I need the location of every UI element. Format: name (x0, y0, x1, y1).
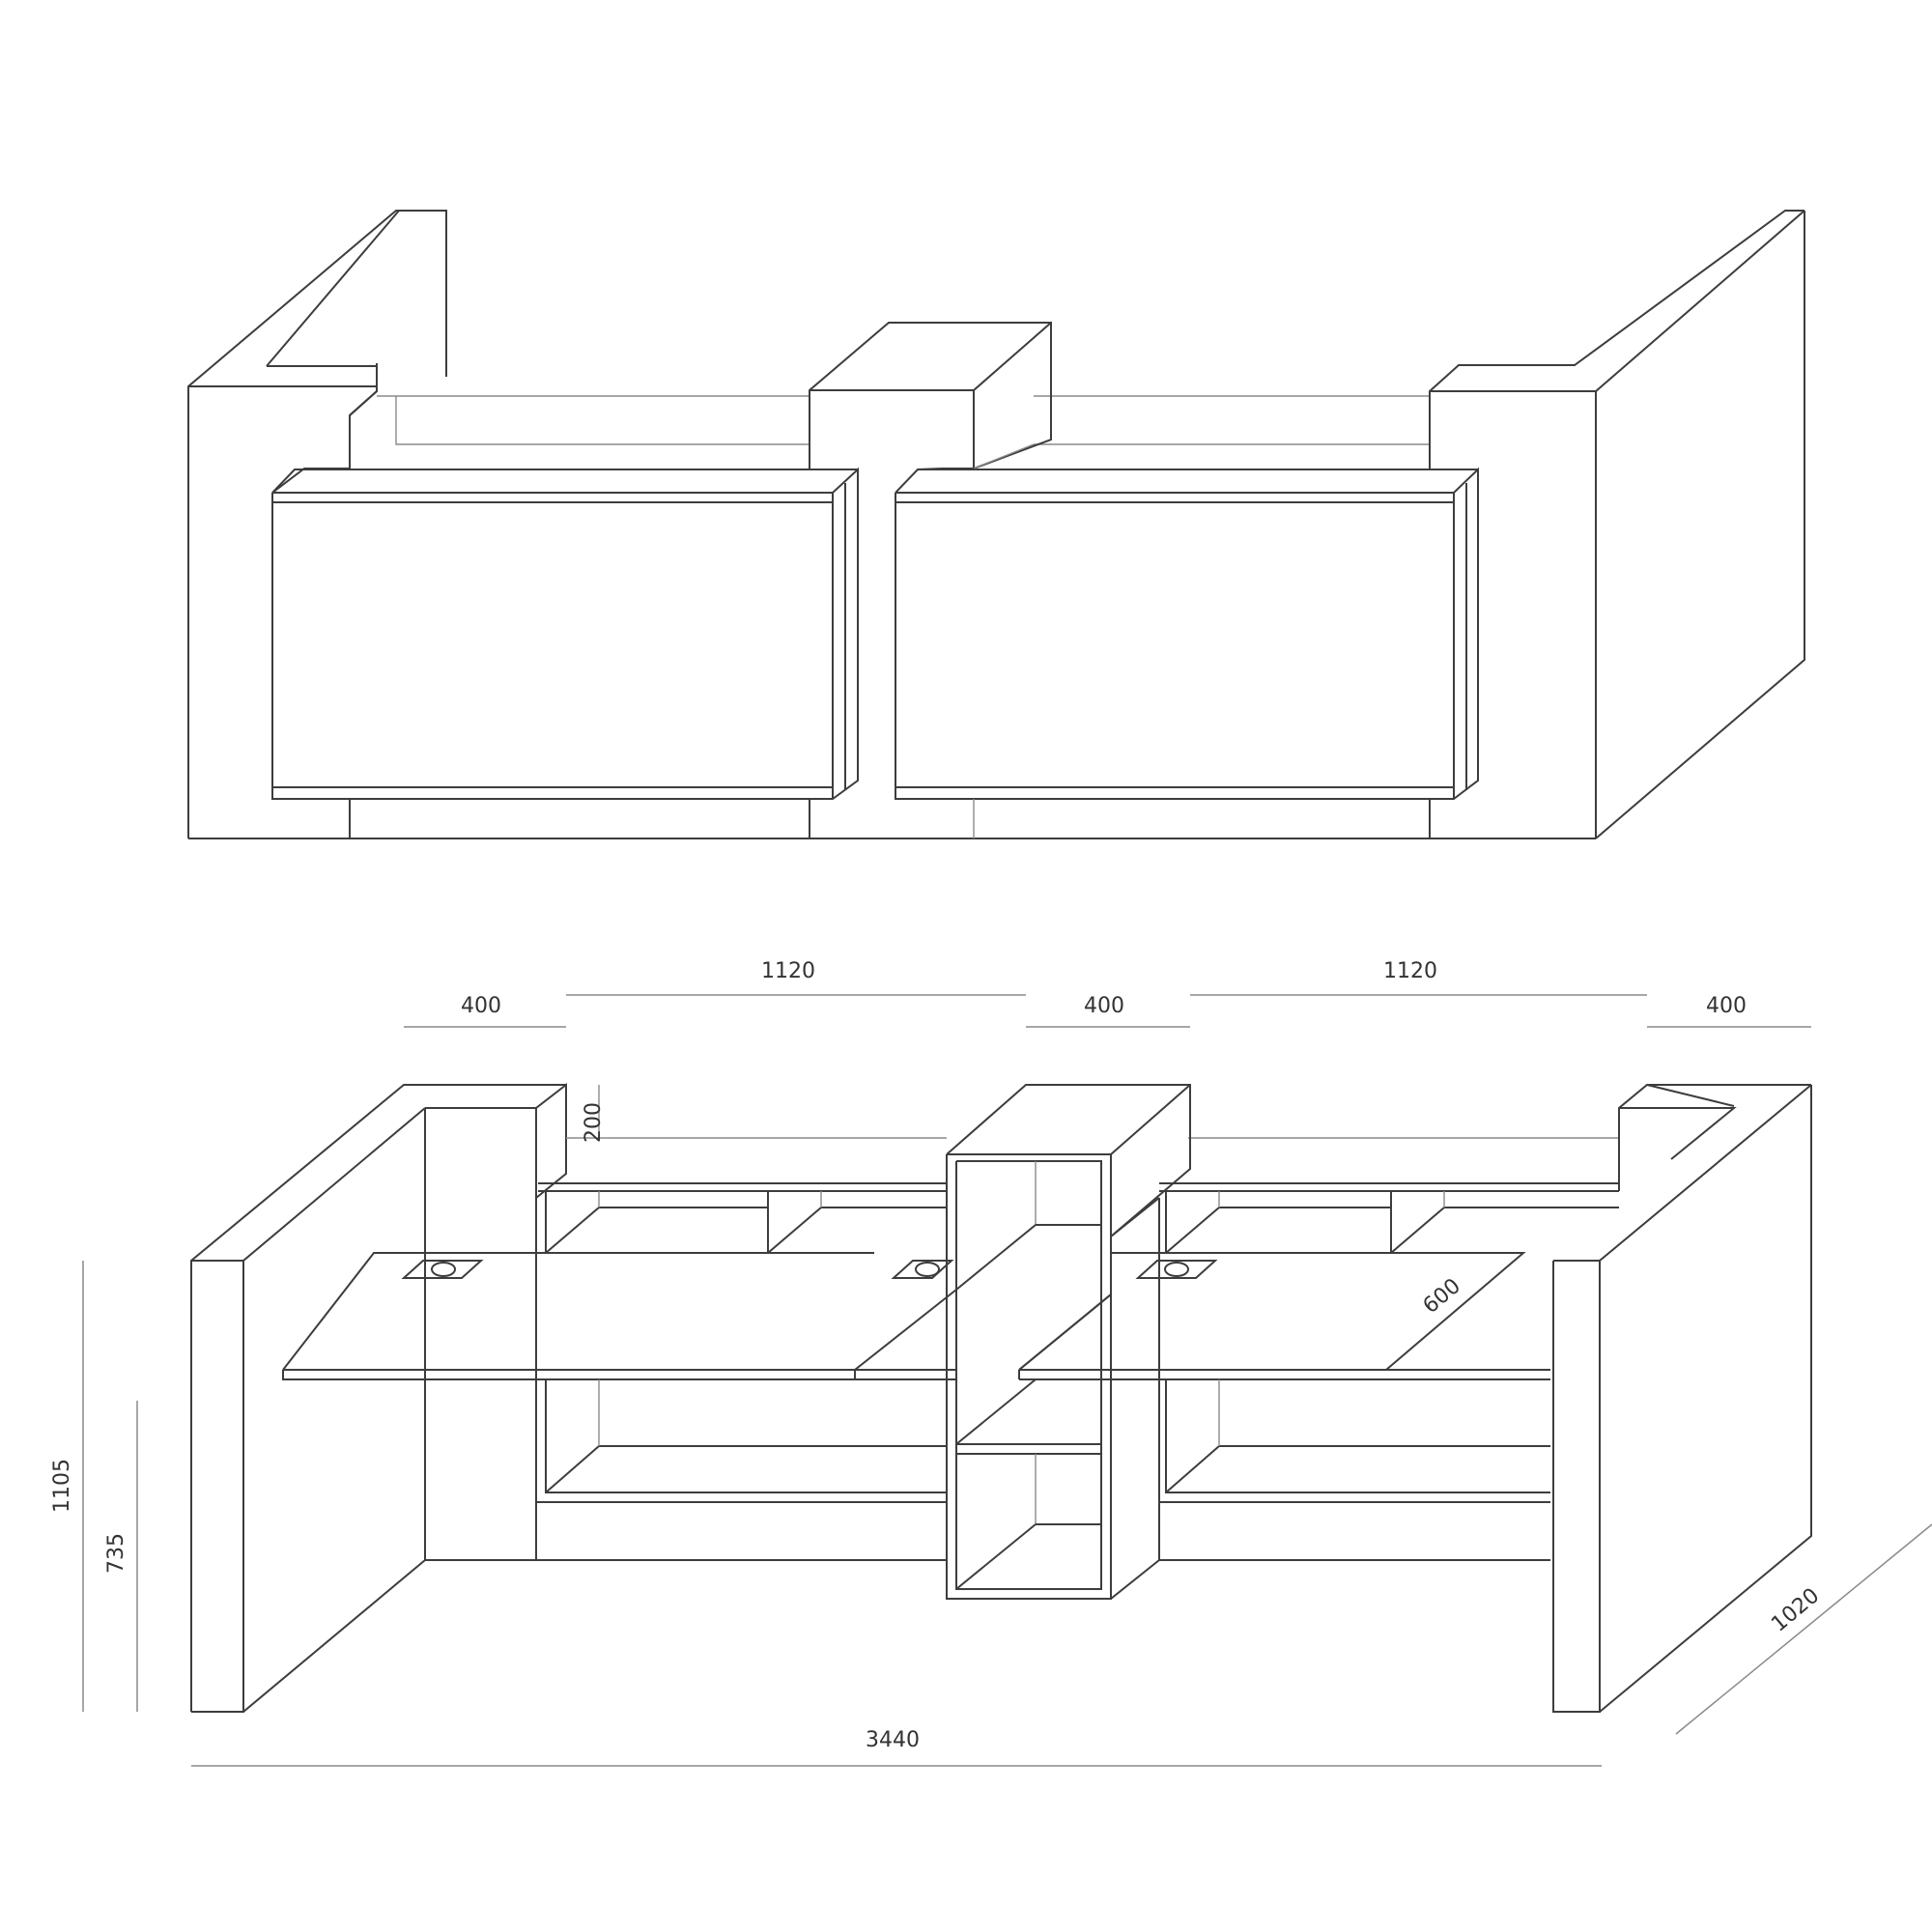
dim-1120-right: 1120 (1383, 959, 1437, 983)
rear-center-desktop (854, 1293, 1112, 1379)
dim-400-right: 400 (1706, 994, 1747, 1018)
grommet-left (401, 1260, 484, 1279)
dim-1120-left: 1120 (761, 959, 815, 983)
front-right-end-panel (1429, 210, 1805, 839)
cable-grommets (401, 1260, 1218, 1279)
front-plinth (188, 799, 1596, 839)
grommet-center (891, 1260, 954, 1279)
rear-right-desktop (1018, 1252, 1550, 1380)
dim-735: 735 (104, 1533, 128, 1574)
rear-left-riser (535, 1082, 600, 1199)
rear-right-end-panel (1552, 1083, 1812, 1713)
front-right-counter-panel (895, 467, 1479, 800)
dim-1020: 1020 (1767, 1583, 1824, 1636)
dim-line-1020 (1675, 1523, 1932, 1735)
rear-right-upper-shelf (1165, 1191, 1619, 1254)
dim-1105: 1105 (50, 1459, 74, 1513)
rear-upper-rail (538, 1137, 1619, 1192)
rear-lower-shelves (536, 1198, 1550, 1561)
dim-400-center: 400 (1084, 994, 1124, 1018)
rear-left-upper-shelf (545, 1191, 947, 1254)
rear-left-end-panel (190, 1084, 566, 1713)
dim-600: 600 (1419, 1274, 1465, 1319)
front-left-counter-panel (271, 467, 859, 800)
front-back-rail (395, 395, 1430, 445)
rear-left-desktop (282, 1252, 957, 1380)
rear-view (190, 1082, 1812, 1713)
dim-3440: 3440 (866, 1728, 920, 1752)
dim-200: 200 (582, 1102, 606, 1143)
grommet-right (1135, 1260, 1218, 1279)
dim-400-left: 400 (461, 994, 501, 1018)
front-center-tower (809, 322, 1052, 470)
front-left-end-panel (187, 210, 447, 838)
grommet-left-hole (431, 1262, 456, 1277)
grommet-right-hole (1164, 1262, 1189, 1277)
grommet-center-hole (915, 1262, 940, 1277)
front-view (187, 210, 1805, 839)
dimension-labels: 400 1120 400 1120 400 200 600 1105 735 3… (50, 959, 1824, 1752)
dimension-lines (82, 994, 1932, 1767)
rear-center-tower (946, 1084, 1191, 1600)
